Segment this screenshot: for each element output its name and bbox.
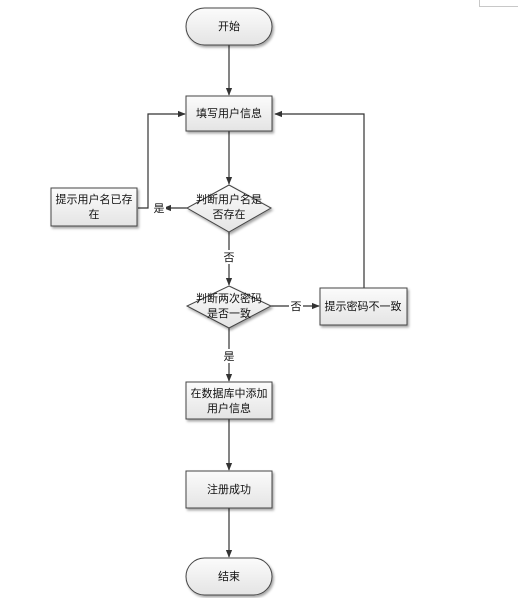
edge-label-exists-yes: 是 xyxy=(154,202,165,215)
page-corner-mark xyxy=(479,0,518,7)
edge-label-password-no: 否 xyxy=(291,300,302,313)
edge-labels: 是 否 否 是 xyxy=(152,201,303,363)
node-fill-info-label: 填写用户信息 xyxy=(196,106,262,120)
edge-label-exists-no: 否 xyxy=(224,251,235,264)
node-prompt-mismatch: 提示密码不一致 xyxy=(319,287,408,326)
node-end-label: 结束 xyxy=(218,570,240,583)
node-start: 开始 xyxy=(185,7,273,46)
node-prompt-exists-line1: 提示用户名已存 xyxy=(56,192,133,206)
node-add-db-line2: 用户信息 xyxy=(207,401,251,415)
node-add-db: 在数据库中添加 用户信息 xyxy=(185,381,273,420)
node-register-success-label: 注册成功 xyxy=(207,482,251,496)
node-fill-info: 填写用户信息 xyxy=(185,95,273,132)
node-check-password: 判断两次密码 是否一致 xyxy=(185,285,273,329)
edge-label-password-yes: 是 xyxy=(224,350,235,363)
node-check-exists-line2: 否存在 xyxy=(213,207,246,221)
node-check-exists-line1: 判断用户名是 xyxy=(196,192,262,206)
node-prompt-exists-line2: 在 xyxy=(89,208,100,221)
node-prompt-exists: 提示用户名已存 在 xyxy=(50,187,138,227)
node-check-exists: 判断用户名是 否存在 xyxy=(185,184,273,233)
node-end: 结束 xyxy=(185,557,273,596)
node-register-success: 注册成功 xyxy=(185,470,273,509)
node-check-password-line1: 判断两次密码 xyxy=(196,291,262,305)
node-check-password-line2: 是否一致 xyxy=(207,306,251,320)
node-start-label: 开始 xyxy=(218,19,240,33)
node-add-db-line1: 在数据库中添加 xyxy=(191,386,268,400)
edge-mismatch-loop xyxy=(274,110,365,288)
edge-prompt-exists-loop xyxy=(138,110,186,209)
node-prompt-mismatch-label: 提示密码不一致 xyxy=(325,299,402,313)
